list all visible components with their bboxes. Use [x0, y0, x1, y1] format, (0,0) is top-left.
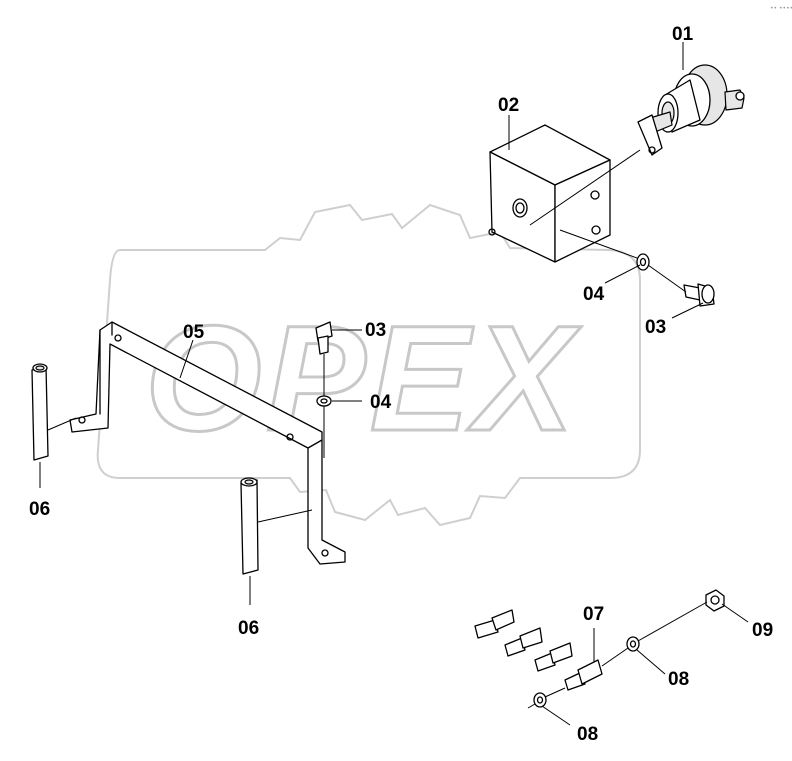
washer-part-center — [316, 395, 332, 407]
callout-03-center: 03 — [365, 320, 386, 341]
callout-08-lower: 08 — [577, 724, 598, 745]
washer-part-08-lower — [533, 692, 547, 708]
washer-part-right — [636, 253, 650, 271]
callout-04-center: 04 — [370, 392, 392, 413]
fitting-loose-2 — [504, 627, 543, 657]
nut-part — [705, 589, 725, 612]
leader-lines — [39, 42, 749, 726]
fitting-loose-1 — [474, 609, 515, 639]
callout-06-left: 06 — [29, 499, 50, 520]
callout-05: 05 — [183, 322, 205, 343]
callout-02: 02 — [498, 95, 519, 116]
callout-labels: 01 02 03 03 04 04 05 06 06 07 08 08 09 — [29, 24, 773, 745]
key-switch-part — [637, 64, 745, 156]
callout-04-right: 04 — [583, 284, 605, 305]
corner-mark: •• •••• — [770, 5, 792, 12]
switch-housing-part — [488, 124, 611, 263]
spacer-part-left — [31, 363, 49, 461]
fitting-part — [564, 659, 603, 691]
callout-07: 07 — [583, 604, 604, 625]
callout-03-right: 03 — [645, 317, 666, 338]
callout-06-center: 06 — [238, 618, 259, 639]
callout-08-upper: 08 — [668, 669, 689, 690]
spacer-part-center — [240, 477, 259, 575]
callout-01: 01 — [672, 24, 694, 45]
fitting-loose-3 — [534, 642, 573, 672]
bolt-part-right — [683, 283, 715, 307]
bracket-part — [69, 321, 346, 565]
bolt-part-center — [315, 321, 333, 355]
callout-09: 09 — [752, 620, 773, 641]
washer-part-08-upper — [626, 636, 640, 652]
